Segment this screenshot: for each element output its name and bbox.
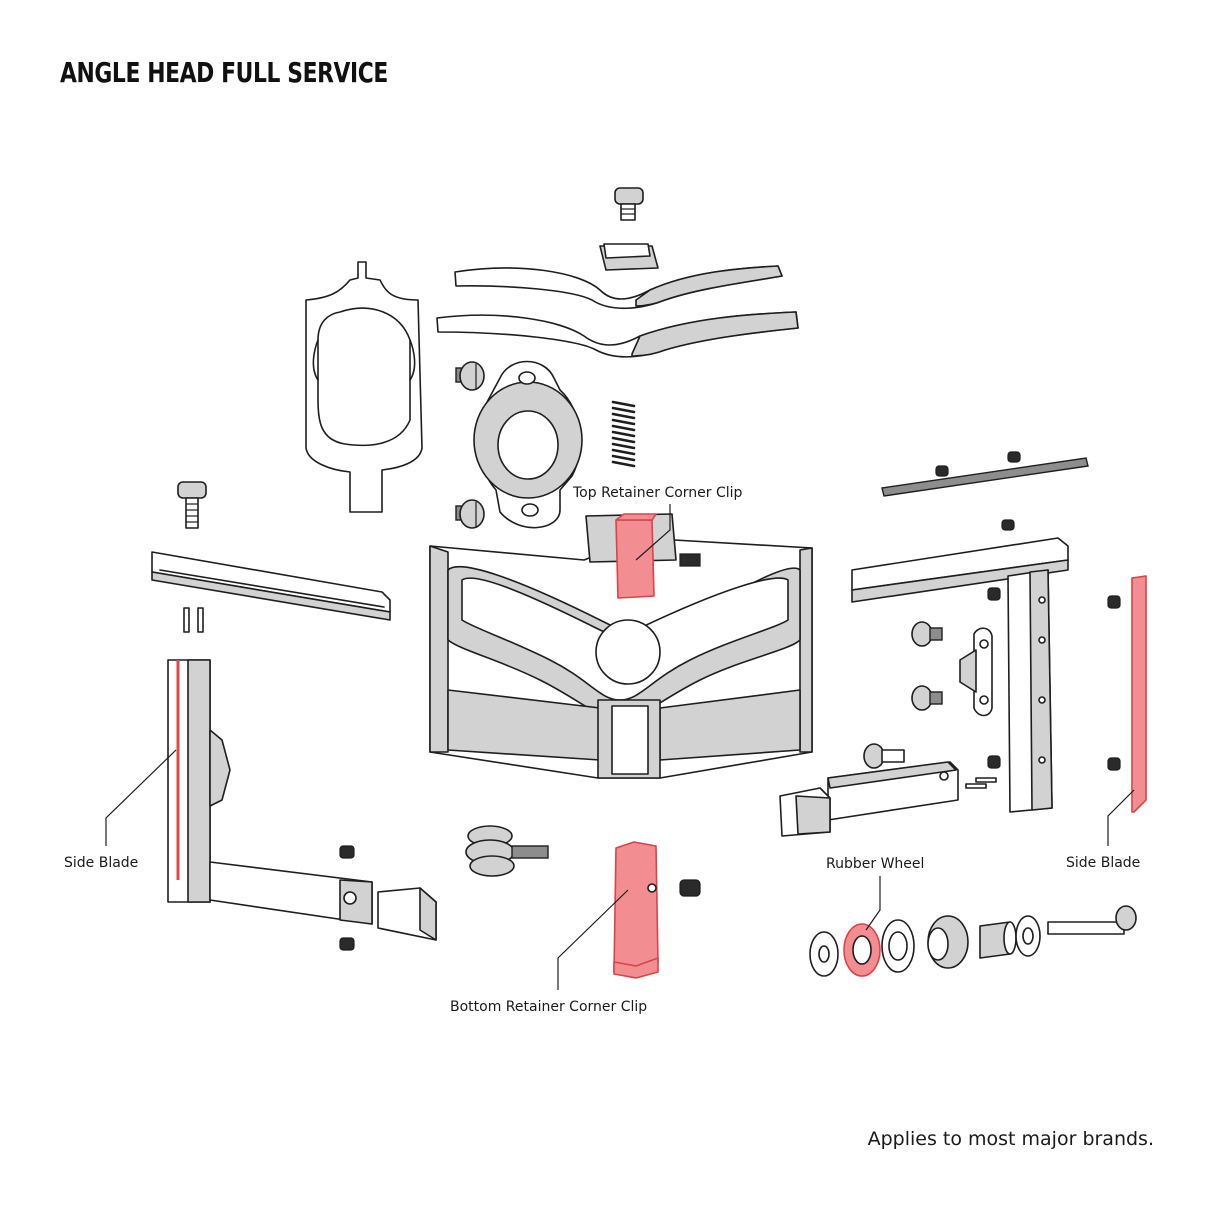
wheel-bearing <box>927 915 969 969</box>
bearing-screw-bottom <box>455 499 485 529</box>
rubber-bellows <box>465 825 549 877</box>
right-blade-screw-bottom <box>1107 757 1121 771</box>
label-top-retainer-corner-clip: Top Retainer Corner Clip <box>573 485 743 501</box>
right-blade-screw-top <box>1107 595 1121 609</box>
bottom-set-screw <box>679 879 701 897</box>
leader-rubber-wheel <box>865 876 881 931</box>
small-set-screw-2 <box>339 937 355 951</box>
right-vertical-bracket <box>1007 569 1053 813</box>
right-top-bar <box>881 457 1089 497</box>
bearing-block <box>473 360 583 529</box>
top-retainer-corner-clip <box>615 513 701 599</box>
right-arm-screw <box>863 743 905 769</box>
washer-middle <box>881 919 915 973</box>
right-rail-screw <box>1001 519 1015 531</box>
right-guide-rail <box>851 537 1069 603</box>
wheel-spacer <box>979 921 1017 959</box>
right-knob-screw-1 <box>911 621 943 647</box>
right-mounting-block <box>959 627 993 717</box>
leader-side-blade-left <box>105 749 177 846</box>
right-small-screw-a <box>987 587 1001 601</box>
leader-side-blade-right <box>1107 789 1135 846</box>
small-set-screw-1 <box>339 845 355 859</box>
washer-right <box>1015 915 1041 957</box>
lower-spring-arm <box>436 311 799 358</box>
left-guide-rail <box>151 551 391 621</box>
top-screw <box>614 187 644 221</box>
right-bar-screw-2 <box>1007 451 1021 463</box>
label-bottom-retainer-corner-clip: Bottom Retainer Corner Clip <box>450 999 648 1015</box>
leader-bottom-retainer <box>557 889 629 990</box>
right-arm <box>827 761 959 821</box>
left-clamp-screw <box>177 481 207 529</box>
compression-spring <box>611 400 636 468</box>
label-rubber-wheel: Rubber Wheel <box>826 856 925 872</box>
bottom-retainer-corner-clip <box>613 841 659 979</box>
label-side-blade-right: Side Blade <box>1066 855 1141 871</box>
right-knob-screw-2 <box>911 685 943 711</box>
left-angle-pad <box>377 887 437 941</box>
angle-head-body <box>429 513 813 779</box>
footer-note: Applies to most major brands. <box>867 1128 1154 1150</box>
leader-top-retainer <box>635 504 671 561</box>
right-small-screw-b <box>987 755 1001 769</box>
wheel-bolt <box>1047 905 1137 935</box>
right-angle-pad <box>779 787 831 837</box>
washer-left <box>809 931 839 977</box>
left-pins <box>183 607 204 633</box>
right-bar-screw-1 <box>935 465 949 477</box>
upper-spring-arm <box>454 265 783 310</box>
rubber-wheel <box>843 923 881 977</box>
bearing-screw-top <box>455 361 485 391</box>
diagram-title: ANGLE HEAD FULL SERVICE <box>60 56 388 89</box>
right-side-blade <box>1131 575 1147 813</box>
right-pins <box>965 777 997 789</box>
left-l-bracket <box>167 659 373 925</box>
label-side-blade-left: Side Blade <box>64 855 139 871</box>
gasket-plate <box>305 261 423 513</box>
top-clamp-nut <box>599 243 659 271</box>
